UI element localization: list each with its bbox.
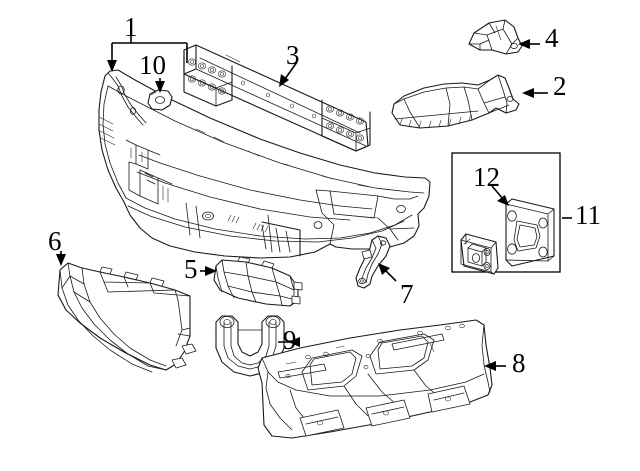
label-12: 12 [473, 162, 500, 192]
label-1: 1 [124, 12, 138, 42]
part-8-skid-plate [257, 319, 493, 439]
bolt-holes-left [188, 58, 226, 95]
part-6-air-deflector [57, 262, 197, 373]
bolt-holes-right [326, 105, 364, 142]
part-11-tow-hook-cover [460, 233, 499, 275]
leader-3 [279, 61, 298, 87]
label-3: 3 [286, 40, 300, 70]
label-9: 9 [283, 325, 297, 355]
part-4-mounting-bracket [468, 19, 523, 55]
leader-2 [522, 88, 548, 98]
leader-4 [518, 39, 540, 49]
label-7: 7 [400, 279, 414, 309]
leader-12 [491, 185, 509, 206]
part-5-filler-bracket [213, 256, 303, 307]
leader-10 [155, 78, 165, 93]
leader-6 [56, 251, 66, 266]
leader-9 [278, 337, 300, 347]
label-4: 4 [545, 23, 559, 53]
inset-detail-box [451, 152, 561, 273]
leader-5 [200, 266, 217, 276]
leader-8 [484, 361, 506, 371]
label-11: 11 [575, 200, 601, 230]
leader-7 [378, 263, 397, 282]
leader-1 [107, 30, 188, 72]
part-2-end-cap-valance [391, 74, 520, 129]
label-5: 5 [184, 254, 198, 284]
label-2: 2 [553, 71, 567, 101]
part-7-side-bracket [355, 235, 391, 289]
label-6: 6 [48, 226, 62, 256]
label-8: 8 [512, 348, 526, 378]
label-10: 10 [139, 50, 166, 80]
part-12-tow-eye-cover [505, 198, 555, 267]
part-10-plug-cap [147, 89, 173, 111]
part-3-impact-bar [183, 44, 371, 152]
